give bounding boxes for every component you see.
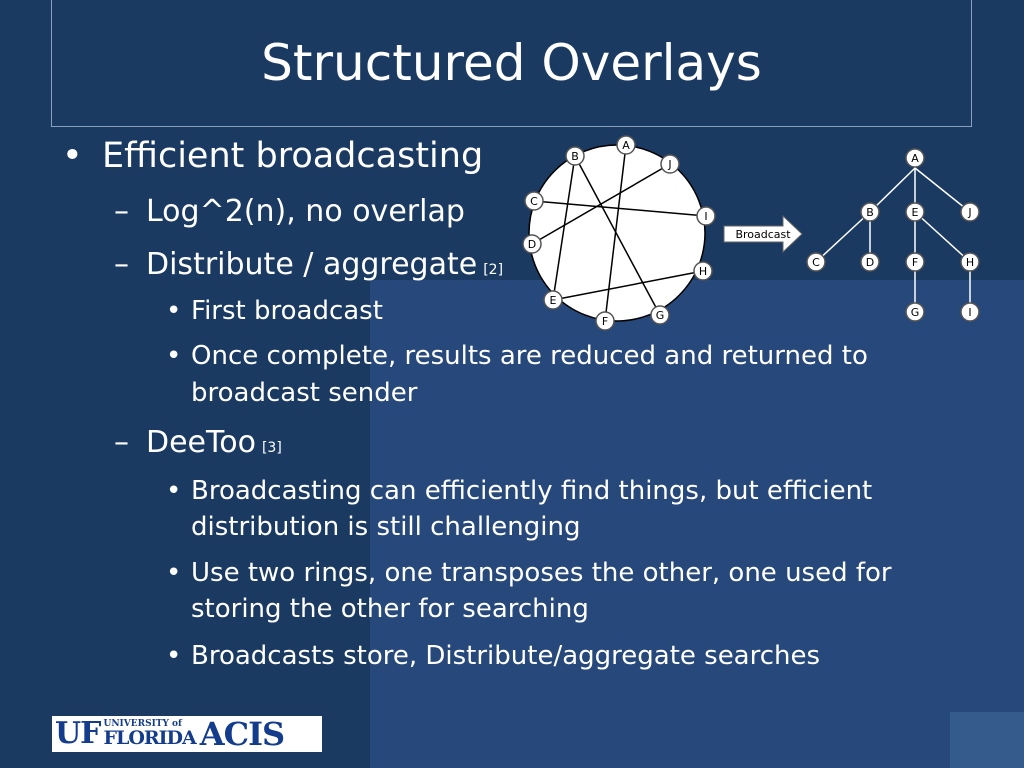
- node-label: I: [704, 210, 707, 223]
- bullet-text: First broadcast: [191, 296, 383, 326]
- node-label: G: [656, 309, 665, 322]
- bullet-line: –Distribute / aggregate [2]: [114, 247, 503, 282]
- bullet-text: DeeToo: [146, 425, 256, 460]
- ring-node-e: E: [543, 290, 563, 310]
- ring-node-j: J: [660, 154, 680, 174]
- node-label: D: [866, 256, 874, 269]
- chord-j-d: [531, 163, 671, 245]
- background-corner: [950, 712, 1024, 768]
- bullet-marker: •: [62, 136, 83, 176]
- node-label: F: [912, 256, 918, 269]
- bullet-marker: •: [166, 341, 182, 371]
- florida-text: FLORIDA: [103, 727, 196, 749]
- bullet-marker: –: [114, 425, 129, 460]
- node-label: I: [968, 306, 971, 319]
- node-label: H: [966, 256, 974, 269]
- node-label: D: [528, 238, 536, 251]
- bullet-line: –DeeToo [3]: [114, 425, 282, 460]
- node-label: C: [812, 256, 820, 269]
- bullet-continuation: broadcast sender: [191, 378, 418, 408]
- ring-node-h: H: [693, 261, 713, 281]
- node-label: J: [967, 206, 971, 219]
- tree-node-i: I: [960, 302, 980, 322]
- node-label: F: [602, 315, 608, 328]
- tree-node-b: B: [860, 202, 880, 222]
- tree-node-c: C: [806, 252, 826, 272]
- uf-acis-logo: UF UNIVERSITY of FLORIDA ACIS: [52, 716, 322, 752]
- bullet-marker: •: [166, 476, 182, 506]
- slide-title: Structured Overlays: [261, 34, 762, 92]
- broadcast-arrow: Broadcast: [723, 214, 803, 254]
- background-panel: [370, 280, 1024, 768]
- bullet-text: Use two rings, one transposes the other,…: [191, 558, 892, 588]
- chord-a-f: [604, 144, 627, 322]
- node-label: E: [912, 206, 919, 219]
- uf-logo-text: UF: [55, 716, 101, 751]
- node-label: A: [622, 139, 630, 152]
- node-label: B: [866, 206, 874, 219]
- chord-b-g: [574, 155, 661, 316]
- broadcast-label: Broadcast: [735, 228, 791, 241]
- ring-node-b: B: [565, 146, 585, 166]
- university-of-text: UNIVERSITY of: [103, 719, 182, 729]
- tree-node-d: D: [860, 252, 880, 272]
- bullet-continuation: storing the other for searching: [191, 594, 589, 624]
- bullet-line: • Broadcasts store, Distribute/aggregate …: [166, 641, 820, 671]
- ring-nodes: A B J C I D H E G F: [522, 135, 716, 331]
- bullet-line: • Once complete, results are reduced and …: [166, 341, 868, 371]
- bullet-marker: •: [166, 558, 182, 588]
- chord-c-i: [533, 200, 707, 217]
- node-label: A: [911, 152, 919, 165]
- citation-ref: [2]: [483, 262, 504, 278]
- bullet-text: Distribute / aggregate: [146, 247, 478, 282]
- tree-node-h: H: [960, 252, 980, 272]
- node-label: G: [911, 306, 920, 319]
- bullet-line: • Efficient broadcasting: [62, 136, 483, 176]
- citation-ref: [3]: [261, 440, 282, 456]
- bullet-line: • First broadcast: [166, 296, 383, 326]
- node-label: C: [530, 195, 538, 208]
- ring-node-i: I: [696, 206, 716, 226]
- tree-node-e: E: [905, 202, 925, 222]
- chord-b-e: [552, 155, 576, 301]
- bullet-continuation: distribution is still challenging: [191, 512, 581, 542]
- ring-chords: [531, 144, 707, 322]
- bullet-line: –Log^2(n), no overlap: [114, 194, 465, 229]
- bullet-marker: •: [166, 641, 182, 671]
- ring-node-a: A: [616, 135, 636, 155]
- tree-node-j: J: [960, 202, 980, 222]
- bullet-text: Once complete, results are reduced and r…: [191, 341, 868, 371]
- bullet-text: Log^2(n), no overlap: [146, 194, 465, 229]
- ring-node-d: D: [522, 234, 542, 254]
- bullet-text: Efficient broadcasting: [102, 136, 484, 176]
- bullet-marker: –: [114, 194, 129, 229]
- ring-node-f: F: [595, 311, 615, 331]
- tree-edges: [815, 158, 971, 312]
- acis-text: ACIS: [199, 716, 285, 752]
- university-of-florida-wordmark: UNIVERSITY of FLORIDA: [103, 719, 196, 749]
- tree-node-g: G: [905, 302, 925, 322]
- node-label: J: [667, 158, 671, 171]
- bullet-line: • Use two rings, one transposes the other…: [166, 558, 892, 588]
- tree-node-f: F: [905, 252, 925, 272]
- node-label: E: [550, 294, 557, 307]
- node-label: B: [571, 150, 579, 163]
- tree-nodes: A B E J C D F H G I: [806, 148, 980, 322]
- chord-e-h: [552, 270, 704, 301]
- node-label: H: [699, 265, 707, 278]
- ring-node-c: C: [524, 191, 544, 211]
- tree-node-a: A: [905, 148, 925, 168]
- bullet-line: • Broadcasting can efficiently find thing…: [166, 476, 872, 506]
- bullet-marker: •: [166, 296, 182, 326]
- ring-node-g: G: [650, 305, 670, 325]
- bullet-marker: –: [114, 247, 129, 282]
- bullet-text: Broadcasts store, Distribute/aggregate s…: [191, 641, 821, 671]
- title-box: Structured Overlays: [51, 0, 972, 127]
- bullet-text: Broadcasting can efficiently find things…: [191, 476, 873, 506]
